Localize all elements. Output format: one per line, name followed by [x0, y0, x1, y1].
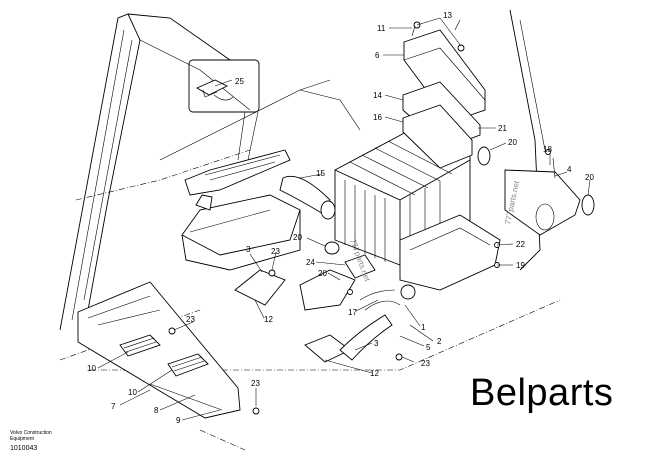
callout-5: 5 [426, 343, 431, 352]
callout-10: 10 [128, 388, 137, 397]
callout-labels: 11 13 6 25 14 16 21 20 18 4 20 15 20 22 … [87, 11, 594, 425]
callout-4: 4 [567, 165, 572, 174]
callout-22: 22 [516, 240, 525, 249]
callout-25: 25 [235, 77, 244, 86]
callout-7: 7 [111, 402, 116, 411]
callout-8: 8 [154, 406, 159, 415]
callout-11: 11 [377, 24, 386, 33]
right-duct [477, 146, 595, 236]
callout-2: 2 [437, 337, 442, 346]
footer-company: Volvo Construction Equipment [10, 430, 52, 442]
callout-23: 23 [421, 359, 430, 368]
callout-15: 15 [316, 169, 325, 178]
callout-19: 19 [516, 261, 525, 270]
leader-lines [97, 17, 591, 421]
callout-12: 12 [264, 315, 273, 324]
callout-23: 23 [251, 379, 260, 388]
callout-9: 9 [176, 416, 181, 425]
callout-17: 17 [348, 308, 357, 317]
callout-20: 20 [585, 173, 594, 182]
callout-1: 1 [421, 323, 426, 332]
callout-3: 3 [374, 339, 379, 348]
callout-14: 14 [373, 91, 382, 100]
callout-10: 10 [87, 364, 96, 373]
callout-16: 16 [373, 113, 382, 122]
detail-inset-25 [188, 59, 260, 161]
floor-vent-channel [77, 281, 241, 419]
filter-stack [402, 19, 486, 169]
footer-drawing-number: 1010043 [10, 445, 38, 452]
callout-12: 12 [370, 369, 379, 378]
callout-18: 18 [543, 145, 552, 154]
callout-3: 3 [246, 245, 251, 254]
callout-21: 21 [498, 124, 507, 133]
callout-24: 24 [306, 258, 315, 267]
callout-23: 23 [271, 247, 280, 256]
floor-ducts [234, 175, 416, 363]
left-console [181, 149, 301, 271]
callout-20: 20 [318, 269, 327, 278]
callout-20: 20 [508, 138, 517, 147]
callout-23: 23 [186, 315, 195, 324]
callout-20: 20 [293, 233, 302, 242]
callout-13: 13 [443, 11, 452, 20]
bolts [168, 149, 551, 415]
callout-6: 6 [375, 51, 380, 60]
brand-watermark: Belparts [470, 372, 614, 414]
